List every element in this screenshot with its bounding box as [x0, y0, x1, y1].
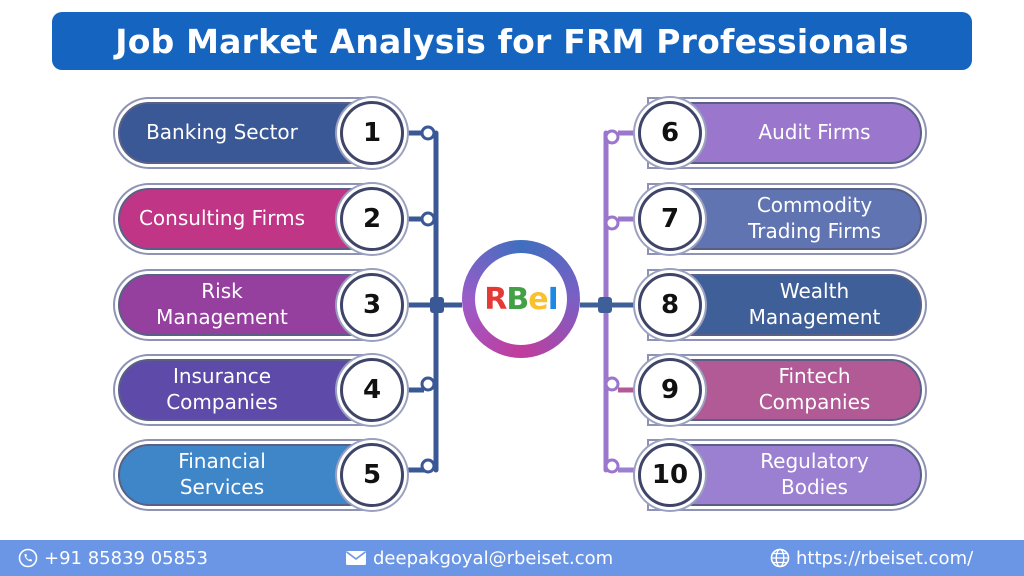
- item-financial-services: Financial Services: [118, 444, 368, 506]
- right-joint-9: [604, 376, 620, 392]
- item-label-line: Bodies: [781, 475, 848, 499]
- item-label-line: Fintech: [778, 364, 851, 389]
- item-label-line: Companies: [166, 390, 278, 414]
- item-number-badge: 10: [638, 443, 702, 507]
- item-label-line: Commodity: [756, 193, 873, 218]
- footer-phone[interactable]: +91 85839 05853: [18, 540, 208, 576]
- right-joint-10: [604, 458, 620, 474]
- globe-icon: [770, 548, 790, 568]
- item-number-badge: 1: [340, 101, 404, 165]
- item-label-line: Management: [156, 305, 288, 329]
- item-number-badge: 7: [638, 187, 702, 251]
- item-label-line: Insurance: [172, 364, 272, 389]
- phone-number: +91 85839 05853: [44, 547, 208, 569]
- item-commodity-trading-firms: Commodity Trading Firms: [652, 188, 922, 250]
- left-joint-1: [420, 125, 436, 141]
- item-label-line: Financial: [178, 449, 266, 474]
- item-label-line: Wealth: [779, 279, 850, 304]
- item-label-line: Consulting Firms: [138, 206, 306, 231]
- item-label-line: Management: [748, 305, 881, 329]
- item-label-line: Services: [179, 475, 265, 499]
- item-label-line: Regulatory: [760, 449, 869, 474]
- right-joint-6: [604, 129, 620, 145]
- item-number-badge: 2: [340, 187, 404, 251]
- left-joint-5: [420, 458, 436, 474]
- item-label-line: Banking Sector: [146, 120, 298, 145]
- footer-email[interactable]: deepakgoyal@rbeiset.com: [345, 540, 613, 576]
- item-banking-sector: Banking Sector: [118, 102, 368, 164]
- website-url: https://rbeiset.com/: [796, 547, 974, 569]
- item-label-line: Trading Firms: [747, 219, 882, 243]
- item-number-badge: 4: [340, 358, 404, 422]
- right-hub-connector: [598, 297, 612, 313]
- item-label-line: Audit Firms: [758, 120, 871, 145]
- title-banner: Job Market Analysis for FRM Professional…: [52, 12, 972, 70]
- item-consulting-firms: Consulting Firms: [118, 188, 368, 250]
- footer-bar: +91 85839 05853 deepakgoyal@rbeiset.com …: [0, 540, 1024, 576]
- item-label-line: Companies: [758, 390, 871, 414]
- item-number-badge: 3: [340, 273, 404, 337]
- left-hub-connector: [430, 297, 444, 313]
- phone-icon: [18, 548, 38, 568]
- item-risk-management: Risk Management: [118, 274, 368, 336]
- item-number-badge: 8: [638, 273, 702, 337]
- item-number-badge: 6: [638, 101, 702, 165]
- footer-website[interactable]: https://rbeiset.com/: [770, 540, 973, 576]
- right-joint-7: [604, 215, 620, 231]
- item-label-line: Risk: [201, 279, 243, 304]
- left-joint-4: [420, 376, 436, 392]
- item-number-badge: 9: [638, 358, 702, 422]
- item-wealth-management: Wealth Management: [652, 274, 922, 336]
- email-address: deepakgoyal@rbeiset.com: [373, 547, 614, 569]
- item-number-badge: 5: [340, 443, 404, 507]
- item-insurance-companies: Insurance Companies: [118, 359, 368, 421]
- left-joint-2: [420, 211, 436, 227]
- mail-icon: [346, 551, 366, 565]
- page-title: Job Market Analysis for FRM Professional…: [115, 21, 909, 61]
